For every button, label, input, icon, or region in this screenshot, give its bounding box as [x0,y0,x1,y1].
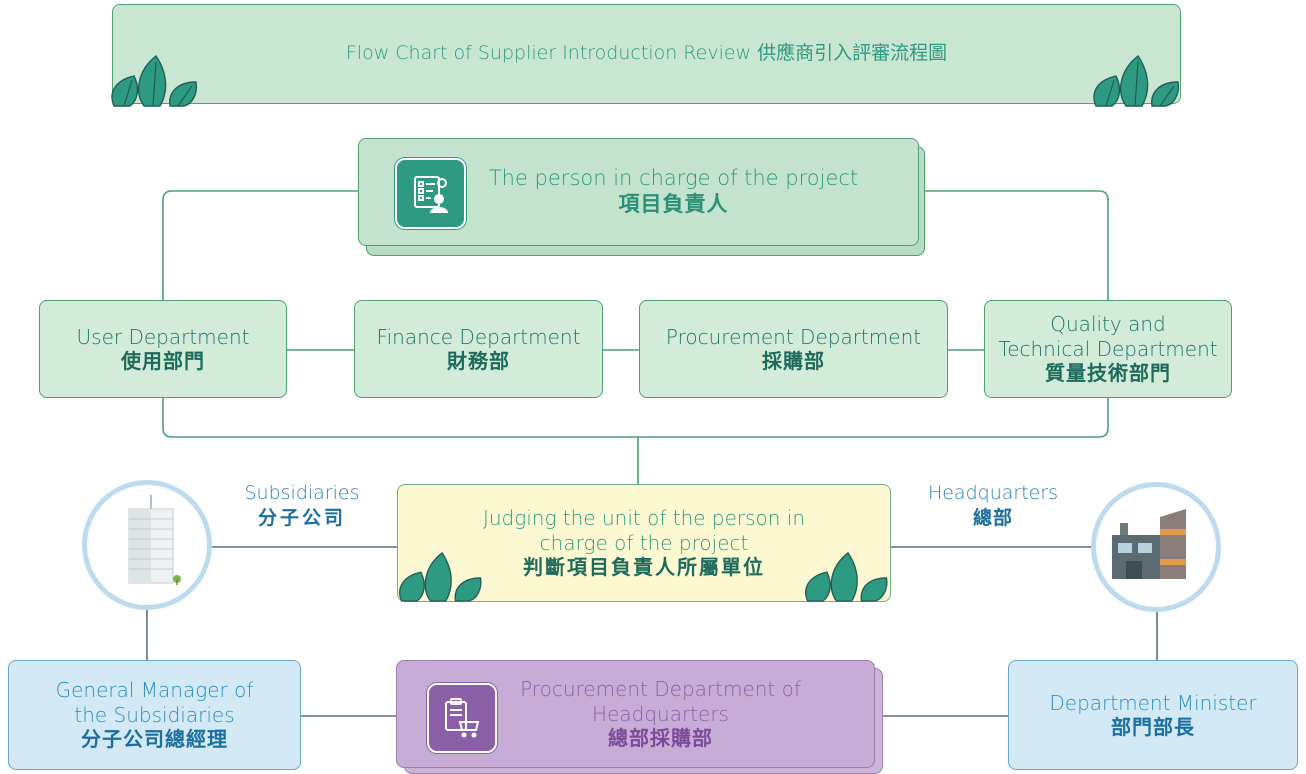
quality-technical-zh: 質量技術部門 [1045,361,1171,386]
headquarters-label: Headquarters 總部 [898,481,1088,530]
subsidiaries-label-zh: 分子公司 [257,506,346,529]
quality-technical-en-line1: Quality and [1050,312,1166,337]
procurement-department-en: Procurement Department [665,324,922,349]
judge-en-line2: charge of the project [539,530,749,555]
minister-zh: 部門部長 [1111,715,1195,739]
leaf-plant-icon [111,54,198,107]
office-tower-circle [82,480,212,610]
procurement-department-zh: 採購部 [762,349,825,373]
headquarters-label-zh: 總部 [972,506,1013,529]
procurement-department-box: Procurement Department 採購部 [639,300,948,398]
leaf-plant-icon [1093,54,1180,107]
factory-circle [1091,482,1221,612]
top-connector [162,190,358,300]
headquarters-label-en: Headquarters [927,482,1059,504]
project-owner-en: The person in charge of the project [488,166,859,191]
quality-technical-department-box: Quality and Technical Department 質量技術部門 [984,300,1232,398]
bottom-connector [162,398,1109,438]
clipboard-cart-icon [427,683,497,753]
judging-unit-box: Judging the unit of the person in charge… [397,484,891,602]
title-banner: Flow Chart of Supplier Introduction Revi… [112,4,1181,104]
judge-zh: 判斷項目負責人所屬單位 [523,555,765,580]
leaf-plant-icon [805,551,888,602]
quality-technical-en-line2: Technical Department [998,336,1218,361]
project-owner-zh: 項目負責人 [618,192,729,216]
hq-proc-en-line1: Procurement Department of [520,677,801,702]
department-minister-box: Department Minister 部門部長 [1008,660,1298,770]
office-tower-icon [128,495,181,585]
hq-proc-en-line2: Headquarters [592,701,729,726]
finance-department-box: Finance Department 財務部 [354,300,603,398]
finance-department-zh: 財務部 [447,349,510,373]
gm-zh: 分子公司總經理 [81,727,228,752]
user-department-box: User Department 使用部門 [39,300,287,398]
gm-en-line2: the Subsidiaries [74,702,235,727]
subsidiaries-label: Subsidiaries 分子公司 [222,481,382,530]
top-connector-right [925,190,1109,300]
subsidiaries-label-en: Subsidiaries [244,482,360,504]
minister-en: Department Minister [1049,690,1257,715]
hq-proc-zh: 總部採購部 [608,726,713,751]
general-manager-box: General Manager of the Subsidiaries 分子公司… [8,660,301,770]
judge-en-line1: Judging the unit of the person in [482,506,806,531]
user-department-en: User Department [76,324,250,349]
user-department-zh: 使用部門 [121,349,205,373]
gm-en-line1: General Manager of [55,678,254,703]
leaf-plant-icon [399,551,482,602]
checklist-person-icon [395,158,466,229]
page-title: Flow Chart of Supplier Introduction Revi… [345,42,948,65]
finance-department-en: Finance Department [376,324,581,349]
factory-icon [1112,509,1186,579]
